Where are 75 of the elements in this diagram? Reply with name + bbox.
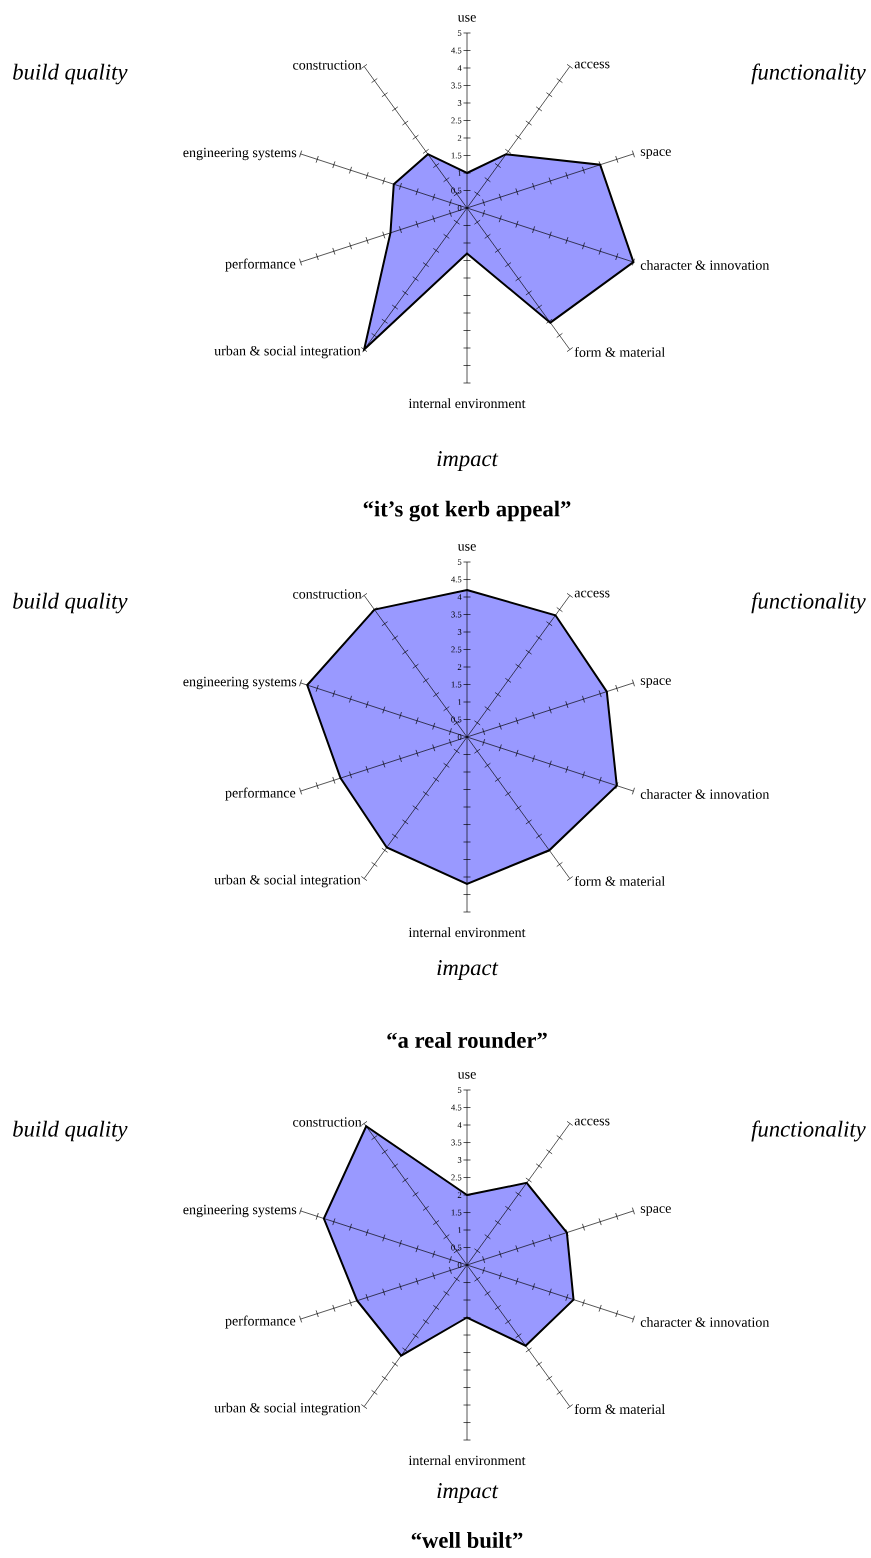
axis-label: space	[640, 1206, 671, 1216]
category-label: impact	[437, 960, 499, 980]
tick-label: 2.5	[451, 117, 462, 124]
axis-label: performance	[225, 787, 296, 801]
category-label: functionality	[751, 1120, 866, 1142]
tick-label: 0.5	[451, 187, 462, 194]
tick-label: 1.5	[451, 152, 462, 159]
tick-label: 5	[457, 559, 462, 565]
axis-label: character & innovation	[640, 1317, 770, 1327]
axis-label: character & innovation	[640, 260, 770, 270]
axis-label: form & material	[574, 347, 665, 357]
tick-label: 0.5	[451, 1244, 462, 1251]
axis-label: access	[574, 1118, 610, 1126]
axis-label: engineering systems	[183, 1204, 297, 1218]
category-label: build quality	[13, 1120, 128, 1142]
tick-label: 2	[457, 664, 462, 670]
tick-label: 1	[458, 699, 462, 705]
axis-label: form & material	[574, 876, 665, 886]
axis-label: engineering systems	[183, 676, 297, 690]
tick-label: 5	[457, 1087, 462, 1093]
axis-label: performance	[225, 258, 296, 272]
category-label: functionality	[751, 592, 866, 614]
tick-label: 3.5	[451, 1139, 462, 1146]
axis-label: urban & social integration	[214, 1402, 361, 1416]
tick-label: 1	[458, 170, 462, 176]
chart-title: “a real rounder”	[387, 1032, 547, 1048]
chart-title: “well built”	[411, 1532, 523, 1548]
tick-label: 4	[457, 1122, 462, 1128]
tick-label: 3	[457, 1157, 462, 1163]
tick-label: 4.5	[451, 576, 462, 583]
axis-label: performance	[225, 1315, 296, 1329]
axis-label: space	[640, 149, 671, 159]
tick-label: 3.5	[451, 82, 462, 89]
category-label: build quality	[13, 592, 128, 614]
tick-label: 4	[457, 594, 462, 600]
axis-label: form & material	[574, 1404, 665, 1414]
category-label: functionality	[751, 63, 866, 85]
tick-label: 4	[457, 65, 462, 71]
tick-label: 2.5	[451, 1174, 462, 1181]
tick-label: 1.5	[451, 1209, 462, 1216]
axis-label: character & innovation	[640, 789, 770, 799]
axis-label: construction	[293, 1117, 362, 1127]
tick-label: 0.5	[451, 716, 462, 723]
axis-label: access	[574, 590, 610, 598]
axis-label: use	[457, 1072, 476, 1079]
category-label: impact	[437, 451, 499, 471]
axis-label: use	[457, 544, 476, 551]
tick-label: 0	[457, 1262, 462, 1268]
axis-label: construction	[293, 589, 362, 599]
category-label: build quality	[13, 63, 128, 85]
tick-label: 2	[457, 135, 462, 141]
tick-label: 3	[457, 100, 462, 106]
tick-label: 1.5	[451, 681, 462, 688]
axis-label: use	[457, 15, 476, 22]
category-label: impact	[437, 1483, 499, 1503]
tick-label: 3	[457, 629, 462, 635]
axis-label: construction	[293, 60, 362, 70]
axis-label: internal environment	[408, 1455, 526, 1466]
tick-label: 0	[457, 205, 462, 211]
tick-label: 5	[457, 30, 462, 36]
tick-label: 3.5	[451, 611, 462, 618]
tick-label: 1	[458, 1227, 462, 1233]
tick-label: 4.5	[451, 47, 462, 54]
axis-label: internal environment	[408, 398, 526, 409]
axis-label: engineering systems	[183, 147, 297, 161]
axis-label: urban & social integration	[214, 345, 361, 359]
tick-label: 0	[457, 734, 462, 740]
axis-label: access	[574, 61, 610, 69]
chart-title: “it’s got kerb appeal”	[363, 500, 571, 522]
tick-label: 2.5	[451, 646, 462, 653]
axis-label: urban & social integration	[214, 874, 361, 888]
axis-label: internal environment	[408, 927, 526, 938]
axis-label: space	[640, 678, 671, 688]
tick-label: 2	[457, 1192, 462, 1198]
tick-label: 4.5	[451, 1104, 462, 1111]
